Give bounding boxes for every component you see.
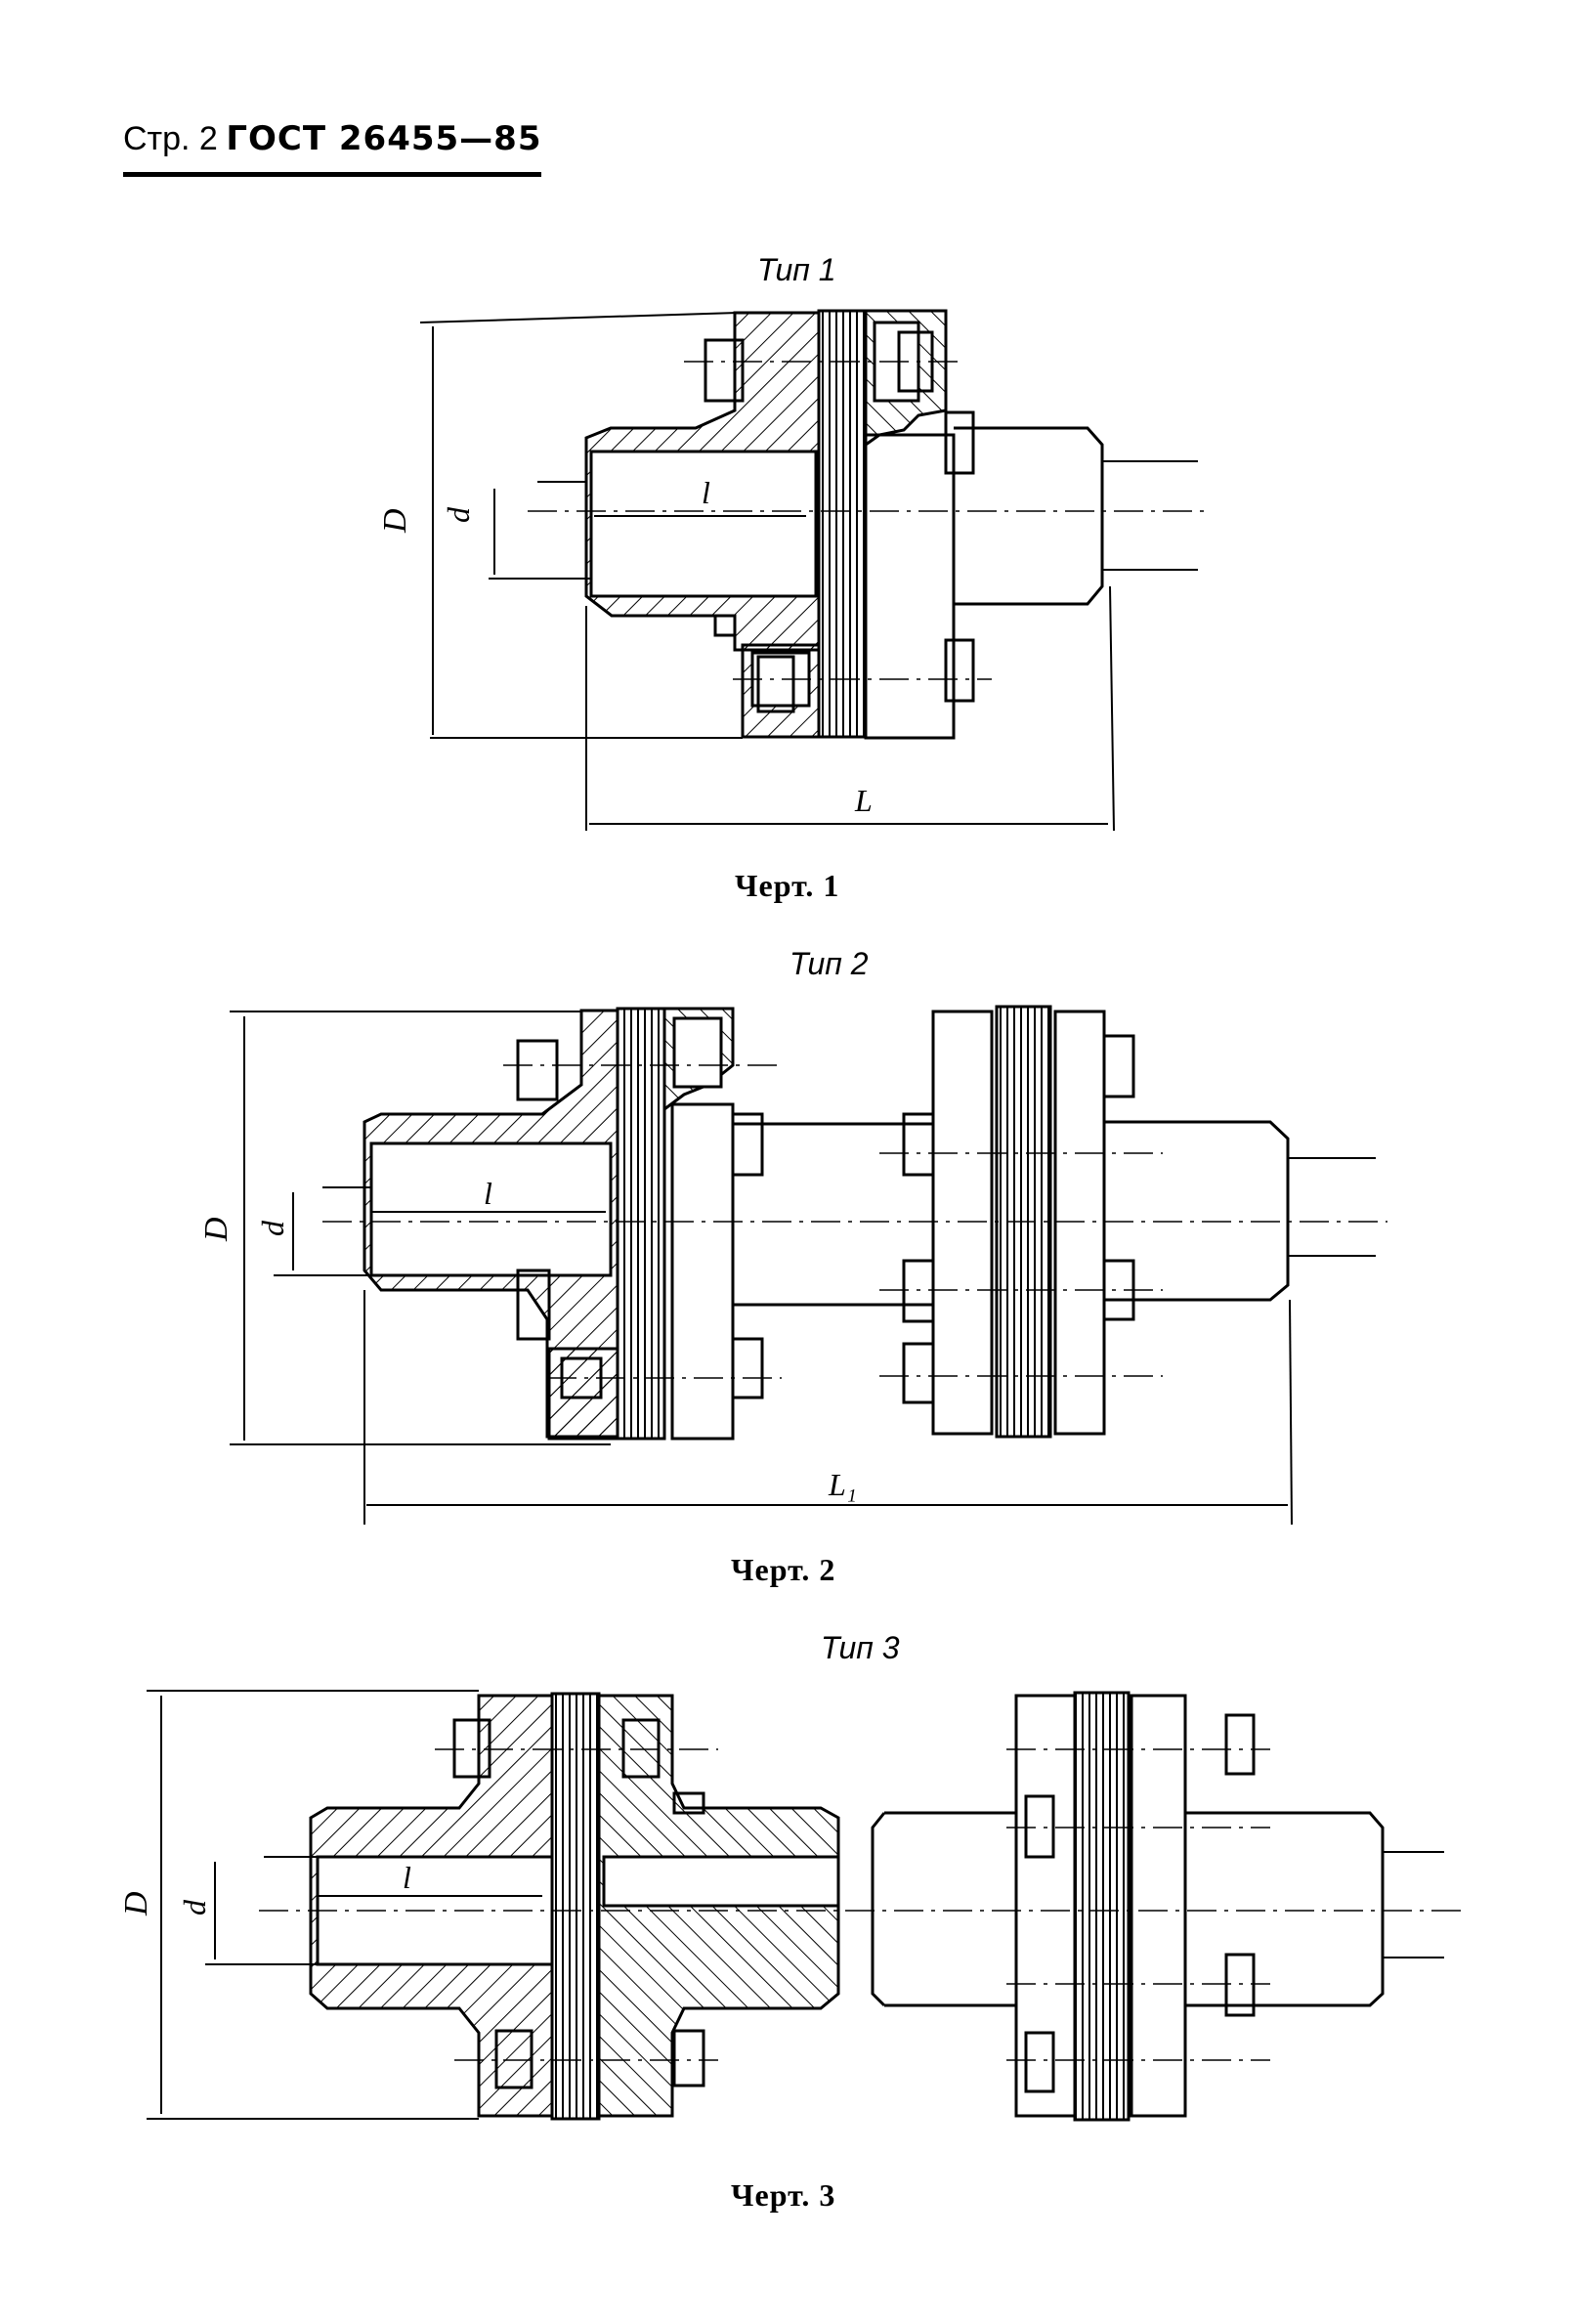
dimensions-2 <box>230 1011 1293 1526</box>
drawing-type-2: D d l L₁ <box>198 1005 1387 1526</box>
page-number: Стр. 2 <box>123 120 218 157</box>
dimensions-1 <box>419 312 1115 832</box>
dim-D-1: D <box>377 508 413 534</box>
dim-l-2: l <box>484 1176 492 1211</box>
type-label-2: Тип 2 <box>790 946 869 981</box>
drawing-type-1: D d l L <box>377 309 1212 832</box>
centerlines-1 <box>528 361 1212 680</box>
dim-d-1: d <box>441 506 476 523</box>
coupling-body-1 <box>584 309 1198 740</box>
dim-D-3: D <box>118 1891 154 1916</box>
dim-d-2: d <box>255 1220 290 1236</box>
dim-d-3: d <box>177 1899 212 1915</box>
caption-1: Черт. 1 <box>735 868 840 903</box>
caption-2: Черт. 2 <box>731 1552 836 1587</box>
caption-3: Черт. 3 <box>731 2177 836 2213</box>
type-label-3: Тип 3 <box>821 1630 900 1665</box>
dimensions-3 <box>147 1690 542 2120</box>
dim-L-1: L <box>854 783 873 818</box>
drawing-type-3: D d l <box>118 1690 1461 2122</box>
dim-L1-2: L₁ <box>828 1467 857 1502</box>
centerlines-2 <box>322 1064 1387 1379</box>
dim-D-2: D <box>198 1217 235 1242</box>
header-rule <box>123 172 541 177</box>
type-label-1: Тип 1 <box>757 252 836 287</box>
dim-l-1: l <box>702 475 710 510</box>
coupling-body-3 <box>309 1691 1444 2122</box>
page-header: Стр. 2 ГОСТ 26455—85 <box>123 119 542 158</box>
standard-number: ГОСТ 26455—85 <box>226 119 542 158</box>
centerlines-3 <box>259 1748 1461 2061</box>
dim-l-3: l <box>403 1860 411 1895</box>
coupling-body-2 <box>363 1005 1376 1441</box>
